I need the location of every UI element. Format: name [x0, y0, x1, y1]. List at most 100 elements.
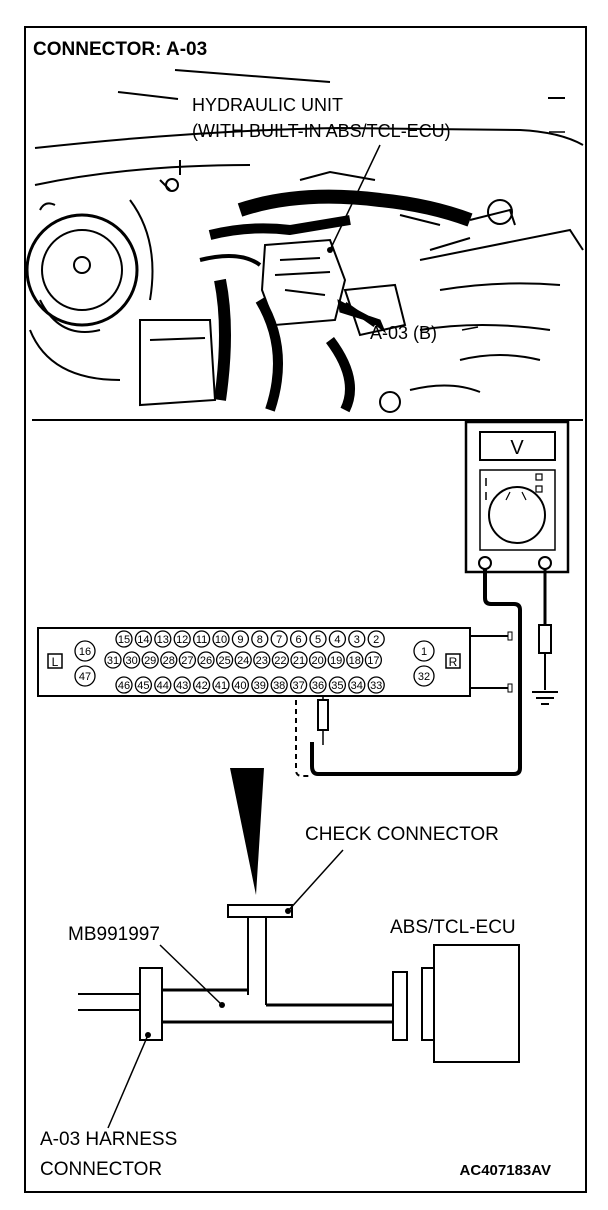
connector-pin-31-circle: [104, 651, 122, 669]
connector-pin-17: 17: [367, 655, 379, 667]
connector-pin-4-circle: [328, 630, 347, 648]
diagram-title: CONNECTOR: A-03: [33, 39, 207, 60]
connector-right-marker: R: [449, 655, 458, 669]
connector-pin-30: 30: [125, 655, 137, 667]
connector-pin-5-circle: [309, 630, 327, 648]
check-connector-leader: [287, 849, 344, 912]
connector-pin-5: 5: [315, 634, 321, 646]
connector-pin-19: 19: [330, 655, 342, 667]
connector-pin-1-circle: [413, 640, 435, 662]
connector-pin-25: 25: [218, 655, 230, 667]
connector-pin-23: 23: [256, 655, 268, 667]
connector-pin-43: 43: [176, 680, 188, 692]
connector-pin-19-circle: [327, 651, 345, 669]
connector-pin-41-circle: [212, 676, 230, 694]
connector-pin-2-circle: [367, 630, 385, 648]
connector-pin-26-circle: [197, 651, 215, 669]
connector-pin-40: 40: [234, 680, 246, 692]
connector-arrow-shaft: [343, 301, 377, 328]
connector-callout-label: A-03 (B): [370, 323, 437, 343]
connector-pin-16-circle: [74, 640, 96, 662]
connector-pin-40-circle: [231, 676, 250, 694]
connector-callout-underline: [461, 326, 479, 331]
connector-pin-11-circle: [192, 630, 211, 648]
connector-pin-3: 3: [354, 634, 360, 646]
connector-pin-22: 22: [274, 655, 286, 667]
connector-pin-17-circle: [364, 651, 383, 669]
connector-pin-42-circle: [192, 676, 211, 694]
connector-pin-1: 1: [421, 646, 427, 658]
connector-pin-8-circle: [251, 630, 269, 648]
connector-pin-14: 14: [137, 634, 149, 646]
connector-pin-43-circle: [173, 676, 191, 694]
connector-pin-22-circle: [271, 651, 290, 669]
figure-frame: [24, 26, 587, 1193]
connector-pin-44-circle: [154, 676, 172, 694]
connector-pin-2: 2: [373, 634, 379, 646]
ecu-label: ABS/TCL-ECU: [390, 917, 516, 938]
connector-pin-35: 35: [331, 680, 343, 692]
connector-pin-14-circle: [134, 630, 153, 648]
connector-pin-33-circle: [367, 676, 385, 694]
negative-probe: [538, 624, 552, 654]
connector-pin-39-circle: [251, 676, 269, 694]
connector-pin-12-circle: [173, 630, 191, 648]
connector-pin-37-circle: [289, 676, 308, 694]
connector-pin-35-circle: [328, 676, 347, 694]
connector-pin-32-circle: [413, 665, 435, 687]
connector-pin-36: 36: [312, 680, 324, 692]
connector-pin-3-circle: [348, 630, 366, 648]
connector-pin-20: 20: [311, 655, 323, 667]
connector-pin-21: 21: [293, 655, 305, 667]
connector-pin-32: 32: [418, 671, 430, 683]
connector-pin-45: 45: [137, 680, 149, 692]
view-pointer-triangle: [230, 768, 264, 895]
connector-pin-18-circle: [346, 651, 364, 669]
connector-pin-44: 44: [157, 680, 169, 692]
connector-pin-21-circle: [290, 651, 308, 669]
connector-pin-29: 29: [144, 655, 156, 667]
connector-pin-26: 26: [200, 655, 212, 667]
positive-probe: [317, 699, 329, 731]
connector-pin-9: 9: [237, 634, 243, 646]
connector-pin-46: 46: [118, 680, 130, 692]
check-connector-label: CHECK CONNECTOR: [305, 824, 499, 845]
connector-pin-9-circle: [231, 630, 250, 648]
connector-pin-24: 24: [237, 655, 249, 667]
connector-pin-24-circle: [234, 651, 252, 669]
connector-pin-36-circle: [309, 676, 327, 694]
connector-pin-28-circle: [160, 651, 178, 669]
connector-pin-27-circle: [178, 651, 197, 669]
connector-pin-7: 7: [276, 634, 282, 646]
connector-pin-11: 11: [196, 634, 207, 646]
voltmeter: [464, 420, 570, 574]
figure-code: AC407183AV: [460, 1162, 551, 1179]
connector-pin-27: 27: [181, 655, 193, 667]
connector-pin-29-circle: [141, 651, 159, 669]
connector-pin-31: 31: [107, 655, 119, 667]
connector-pin-23-circle: [253, 651, 271, 669]
harness-connector-label-line1: A-03 HARNESS: [40, 1129, 177, 1150]
hydraulic-unit-leader: [329, 144, 381, 251]
voltmeter-display: V: [510, 437, 524, 459]
connector-pin-6-circle: [289, 630, 308, 648]
connector-pin-46-circle: [115, 676, 133, 694]
connector-pin-42: 42: [195, 680, 207, 692]
connector-pin-16: 16: [79, 646, 91, 658]
engine-bay-illustration: [25, 69, 584, 421]
connector-pin-47-circle: [74, 665, 96, 687]
connector-pin-12: 12: [176, 634, 188, 646]
connector-pin-34-circle: [348, 676, 366, 694]
connector-pin-7-circle: [270, 630, 288, 648]
hydraulic-unit-label-line2: (WITH BUILT-IN ABS/TCL-ECU): [192, 121, 451, 141]
positive-lead: [310, 569, 522, 776]
harness-connector-label-line2: CONNECTOR: [40, 1159, 162, 1180]
tool-leader: [159, 944, 223, 1006]
connector-pin-37: 37: [292, 680, 304, 692]
tool-label: MB991997: [68, 924, 160, 945]
check-harness: [78, 904, 520, 1063]
connector-pin-33: 33: [370, 680, 382, 692]
connector-pin-18: 18: [349, 655, 361, 667]
connector-pin-34: 34: [351, 680, 363, 692]
